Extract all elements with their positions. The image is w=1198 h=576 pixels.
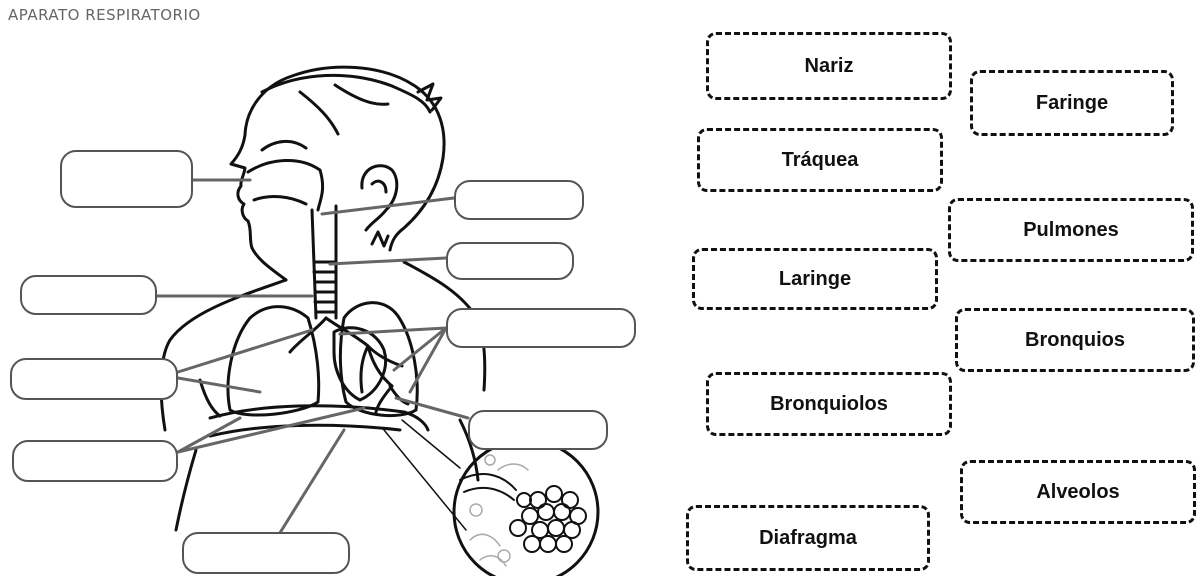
answer-box-lungs[interactable] xyxy=(10,358,178,400)
label-card-laringe[interactable]: Laringe xyxy=(692,248,938,310)
answer-box-larynx[interactable] xyxy=(446,242,574,280)
label-card-pulmones[interactable]: Pulmones xyxy=(948,198,1194,262)
answer-box-diaphragm[interactable] xyxy=(12,440,178,482)
label-card-bronquios[interactable]: Bronquios xyxy=(955,308,1195,372)
leader-line-larynx xyxy=(330,258,446,264)
bronchi xyxy=(290,318,368,352)
neck-front xyxy=(252,248,286,280)
label-card-nariz[interactable]: Nariz xyxy=(706,32,952,100)
leader-line-lungs xyxy=(178,330,312,392)
leader-line-pharynx xyxy=(322,198,454,214)
answer-box-trachea[interactable] xyxy=(20,275,157,315)
left-lung xyxy=(228,307,319,415)
answer-box-bronchioles[interactable] xyxy=(182,532,350,574)
answer-box-pharynx[interactable] xyxy=(454,180,584,220)
label-card-traquea[interactable]: Tráquea xyxy=(697,128,943,192)
leader-line-bronchioles xyxy=(278,430,344,536)
label-card-alveolos[interactable]: Alveolos xyxy=(960,460,1196,524)
label-card-faringe[interactable]: Faringe xyxy=(970,70,1174,136)
face-profile xyxy=(231,135,252,248)
answer-box-bronchi[interactable] xyxy=(446,308,636,348)
answer-box-alveoli[interactable] xyxy=(468,410,608,450)
label-card-bronquiolos[interactable]: Bronquiolos xyxy=(706,372,952,436)
nasal-cavity xyxy=(248,160,323,210)
label-card-diafragma[interactable]: Diafragma xyxy=(686,505,930,571)
answer-box-nose[interactable] xyxy=(60,150,193,208)
ear xyxy=(362,166,397,230)
